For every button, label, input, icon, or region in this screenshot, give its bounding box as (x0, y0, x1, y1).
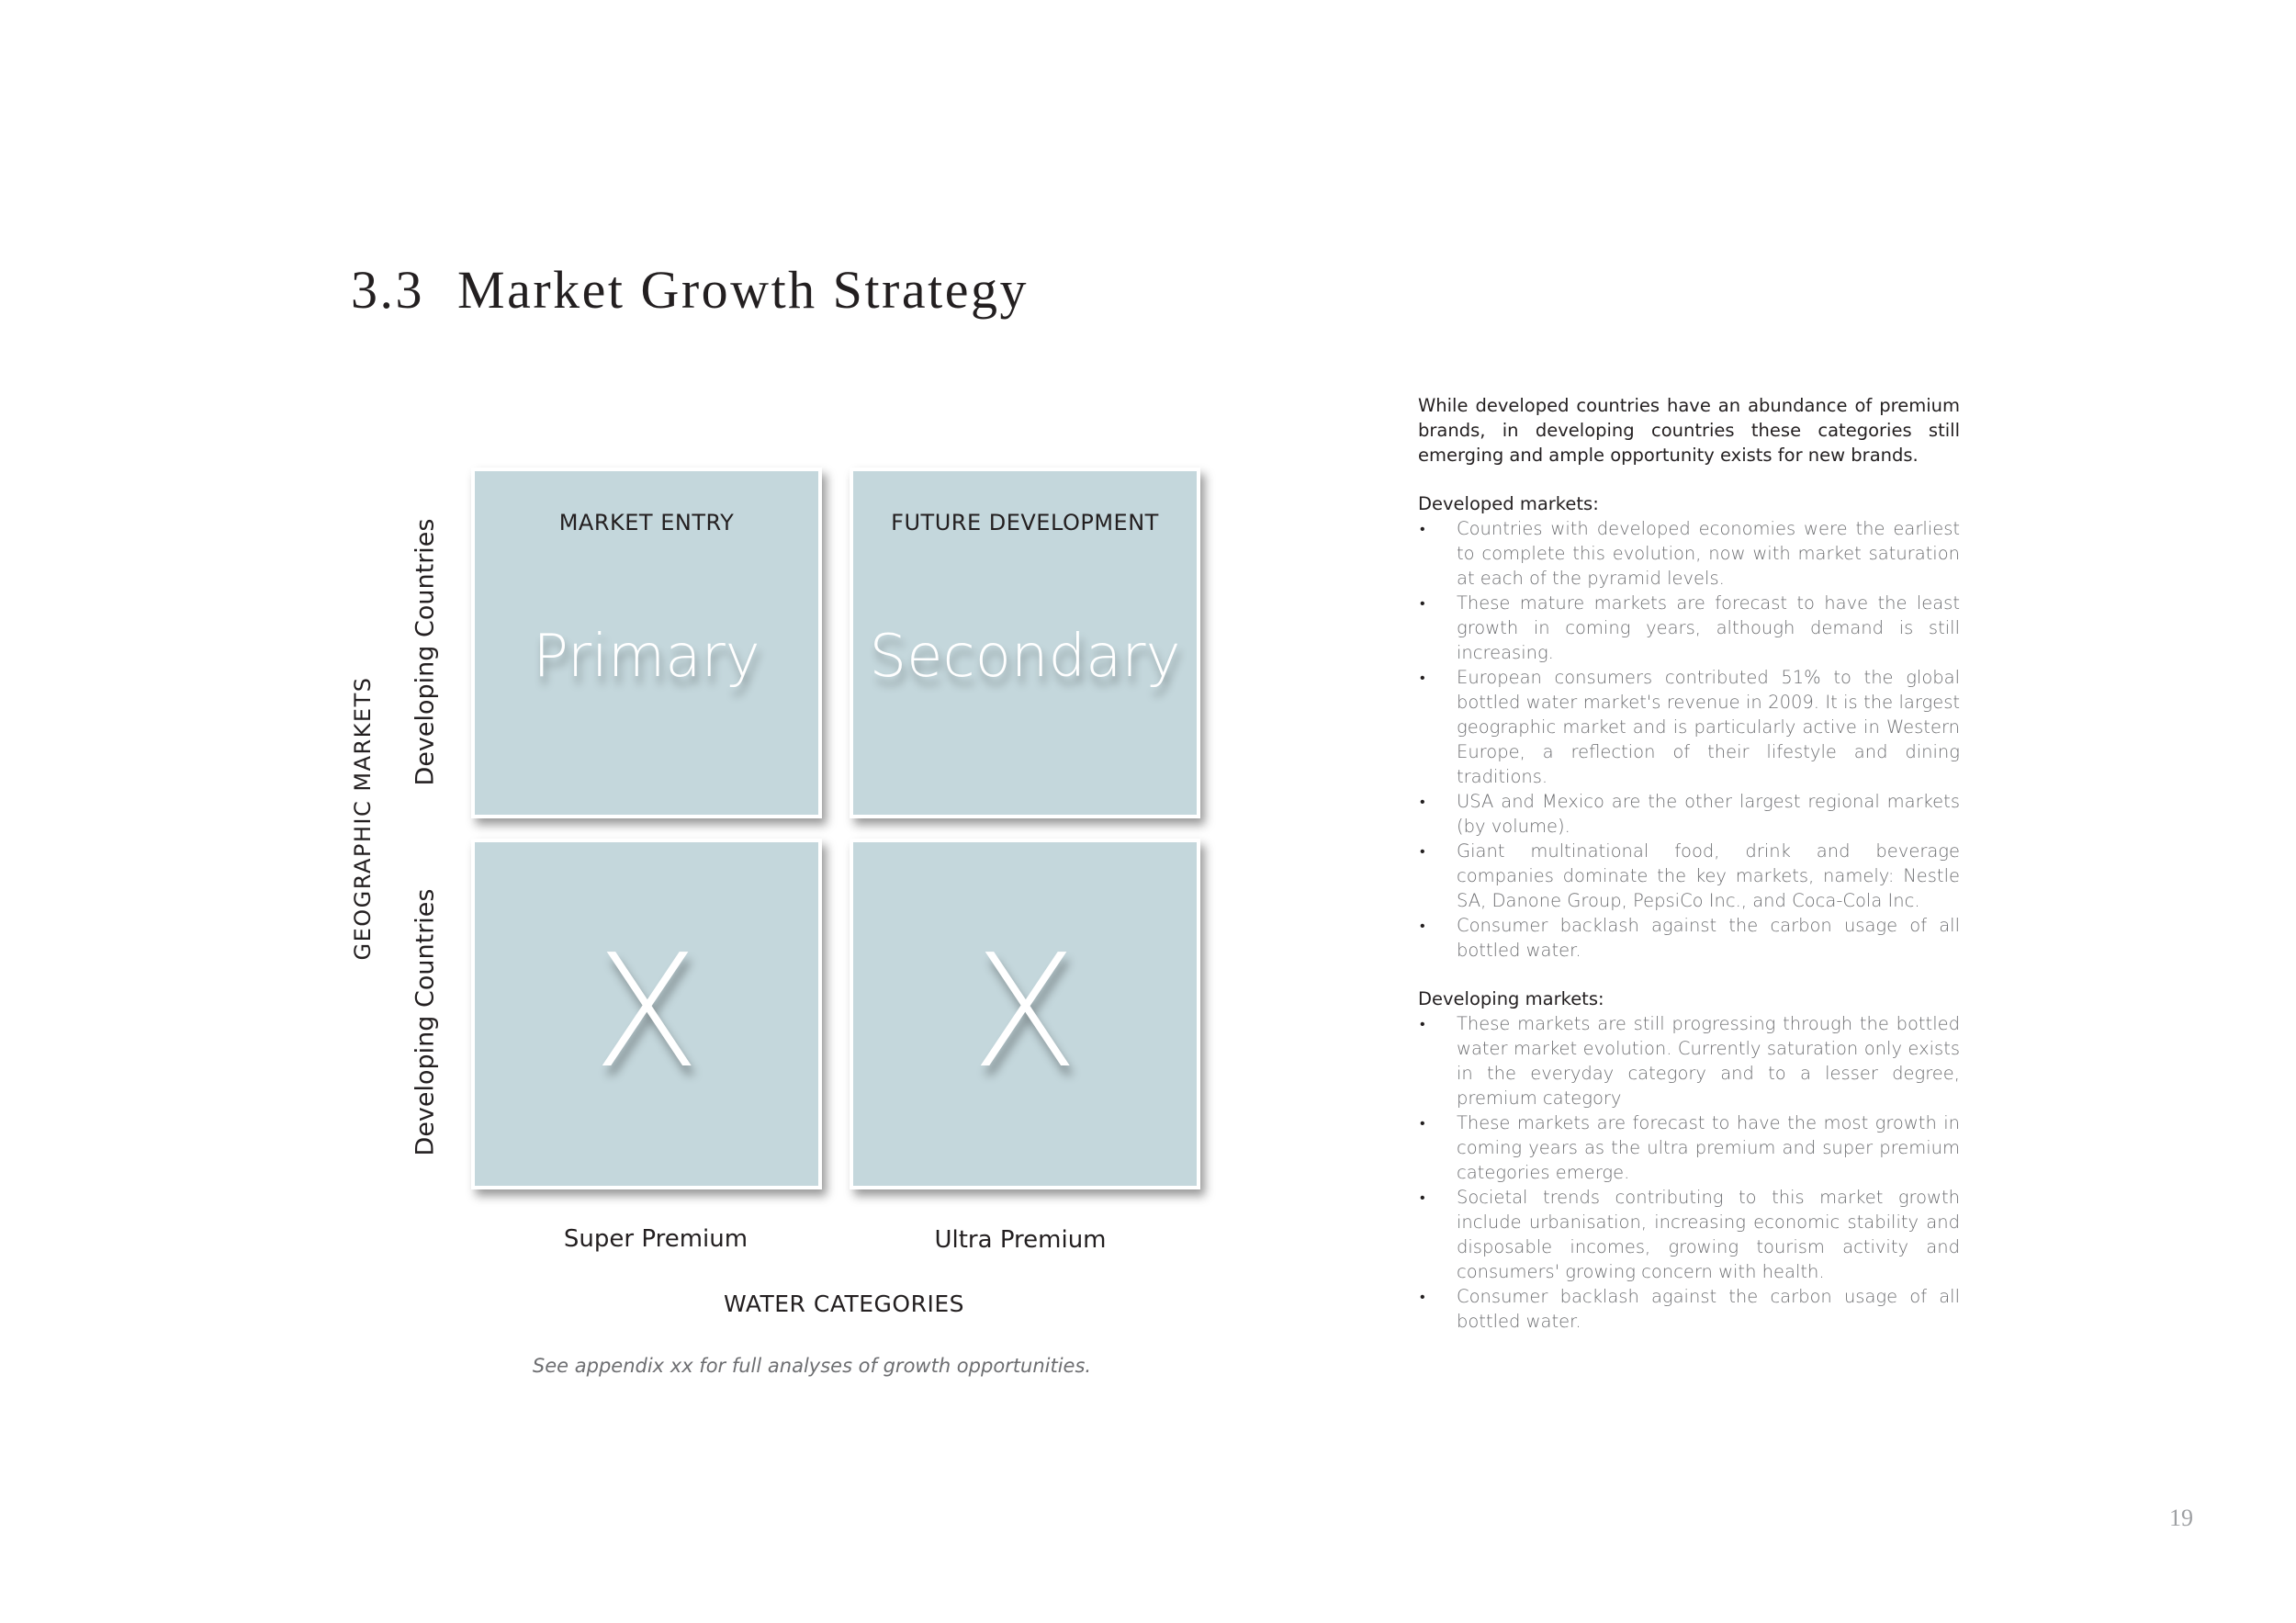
list-item-text: USA and Mexico are the other largest reg… (1457, 791, 1960, 837)
list-item-text: Consumer backlash against the carbon usa… (1457, 1286, 1960, 1332)
list-item: •Consumer backlash against the carbon us… (1420, 1286, 1960, 1332)
cell-header: FUTURE DEVELOPMENT (891, 510, 1159, 535)
developing-markets-list: •These markets are still progressing thr… (1418, 1011, 1960, 1334)
cell-label: Primary (533, 623, 760, 691)
matrix-cell-market-entry: MARKET ENTRY Primary (471, 468, 822, 818)
list-item-text: These markets are still progressing thro… (1457, 1013, 1960, 1109)
list-item: •These mature markets are forecast to ha… (1420, 592, 1960, 663)
matrix-cell-bottom-left: X (471, 839, 822, 1189)
list-item: •Giant multinational food, drink and bev… (1420, 840, 1960, 911)
page-title: 3.3 Market Growth Strategy (351, 259, 1029, 321)
y-axis-title: GEOGRAPHIC MARKETS (350, 676, 376, 961)
matrix-cell-future-development: FUTURE DEVELOPMENT Secondary (850, 468, 1200, 818)
appendix-caption: See appendix xx for full analyses of gro… (532, 1355, 1092, 1377)
body-text-column: While developed countries have an abunda… (1418, 393, 1960, 1358)
list-item: •European consumers contributed 51% to t… (1420, 667, 1960, 787)
section-number: 3.3 (351, 260, 424, 320)
list-item: •These markets are still progressing thr… (1420, 1013, 1960, 1109)
list-item-text: Countries with developed economies were … (1457, 518, 1960, 589)
list-item: •Consumer backlash against the carbon us… (1420, 915, 1960, 961)
list-item: •Countries with developed economies were… (1420, 518, 1960, 589)
list-item-text: These markets are forecast to have the m… (1457, 1112, 1960, 1183)
cell-header: MARKET ENTRY (558, 510, 735, 535)
list-item-text: Consumer backlash against the carbon usa… (1457, 915, 1960, 961)
x-axis-title: WATER CATEGORIES (723, 1291, 965, 1317)
section-heading-developing: Developing markets: (1418, 988, 1604, 1009)
list-item: •USA and Mexico are the other largest re… (1420, 791, 1960, 837)
list-item: •Societal trends contributing to this ma… (1420, 1187, 1960, 1282)
developed-markets-list: •Countries with developed economies were… (1418, 516, 1960, 963)
list-item-text: European consumers contributed 51% to th… (1457, 667, 1960, 787)
list-item: •These markets are forecast to have the … (1420, 1112, 1960, 1183)
cross-mark: X (971, 921, 1079, 1103)
list-item-text: Societal trends contributing to this mar… (1457, 1187, 1960, 1282)
matrix-cell-bottom-right: X (850, 839, 1200, 1189)
cross-mark: X (592, 921, 701, 1103)
x-axis-column-label: Super Premium (563, 1225, 748, 1253)
page-number: 19 (2169, 1505, 2193, 1531)
cell-label: Secondary (869, 623, 1181, 691)
list-item-text: Giant multinational food, drink and beve… (1457, 840, 1960, 911)
y-axis-row-label: Developing Countries (411, 888, 440, 1156)
x-axis-column-label: Ultra Premium (934, 1226, 1107, 1254)
y-axis-row-label: Developing Countries (411, 518, 440, 786)
section-heading-developed: Developed markets: (1418, 493, 1599, 514)
intro-paragraph: While developed countries have an abunda… (1418, 395, 1960, 466)
section-title: Market Growth Strategy (457, 260, 1029, 320)
list-item-text: These mature markets are forecast to hav… (1457, 592, 1960, 663)
